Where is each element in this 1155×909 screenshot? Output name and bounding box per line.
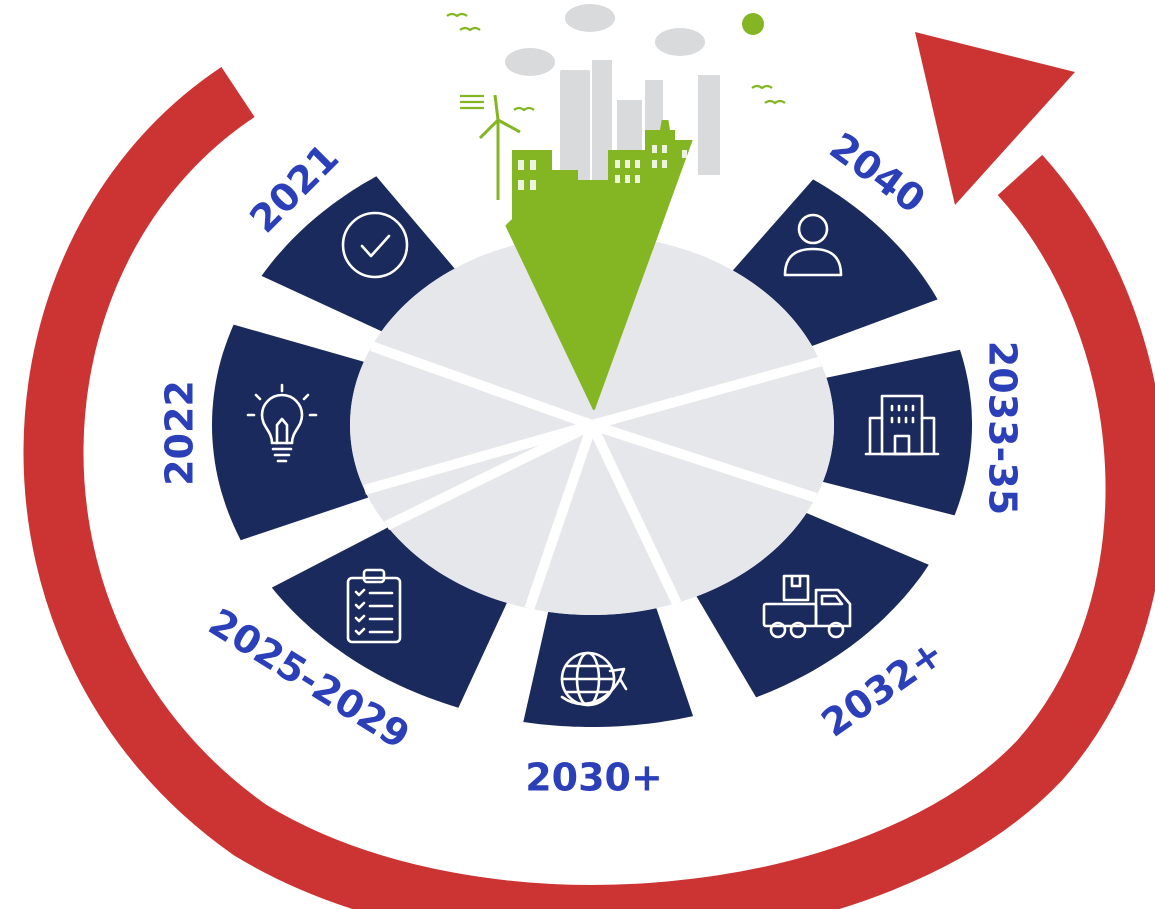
city-skyline-icon xyxy=(505,4,720,190)
clipboard-checklist-icon xyxy=(346,568,402,644)
year-label: 2022 xyxy=(158,380,202,486)
segment-2025-2029 xyxy=(271,527,507,708)
user-icon xyxy=(783,213,843,277)
segment-2030+ xyxy=(523,608,694,727)
year-label: 2030+ xyxy=(525,756,663,800)
cycle-arrow-icon xyxy=(23,32,1155,909)
delivery-truck-icon xyxy=(762,574,852,639)
segment-divider xyxy=(524,423,597,611)
segment-divider xyxy=(370,341,594,430)
check-circle-icon xyxy=(341,211,409,279)
segment-divider xyxy=(384,420,595,531)
segment-2021 xyxy=(261,176,455,332)
segment-2033-35 xyxy=(822,349,972,516)
year-label: 2033-35 xyxy=(981,341,1025,515)
segment-2022 xyxy=(212,324,369,541)
birds-icon xyxy=(446,12,786,112)
office-building-icon xyxy=(864,394,940,456)
globe-arrow-icon xyxy=(560,651,628,707)
segment-divider xyxy=(363,420,594,495)
lightbulb-icon xyxy=(246,383,318,463)
segment-divider xyxy=(590,356,822,430)
segment-2040 xyxy=(732,179,938,346)
segment-divider xyxy=(590,420,818,503)
sun-icon xyxy=(742,13,764,35)
segment-divider xyxy=(587,422,682,606)
